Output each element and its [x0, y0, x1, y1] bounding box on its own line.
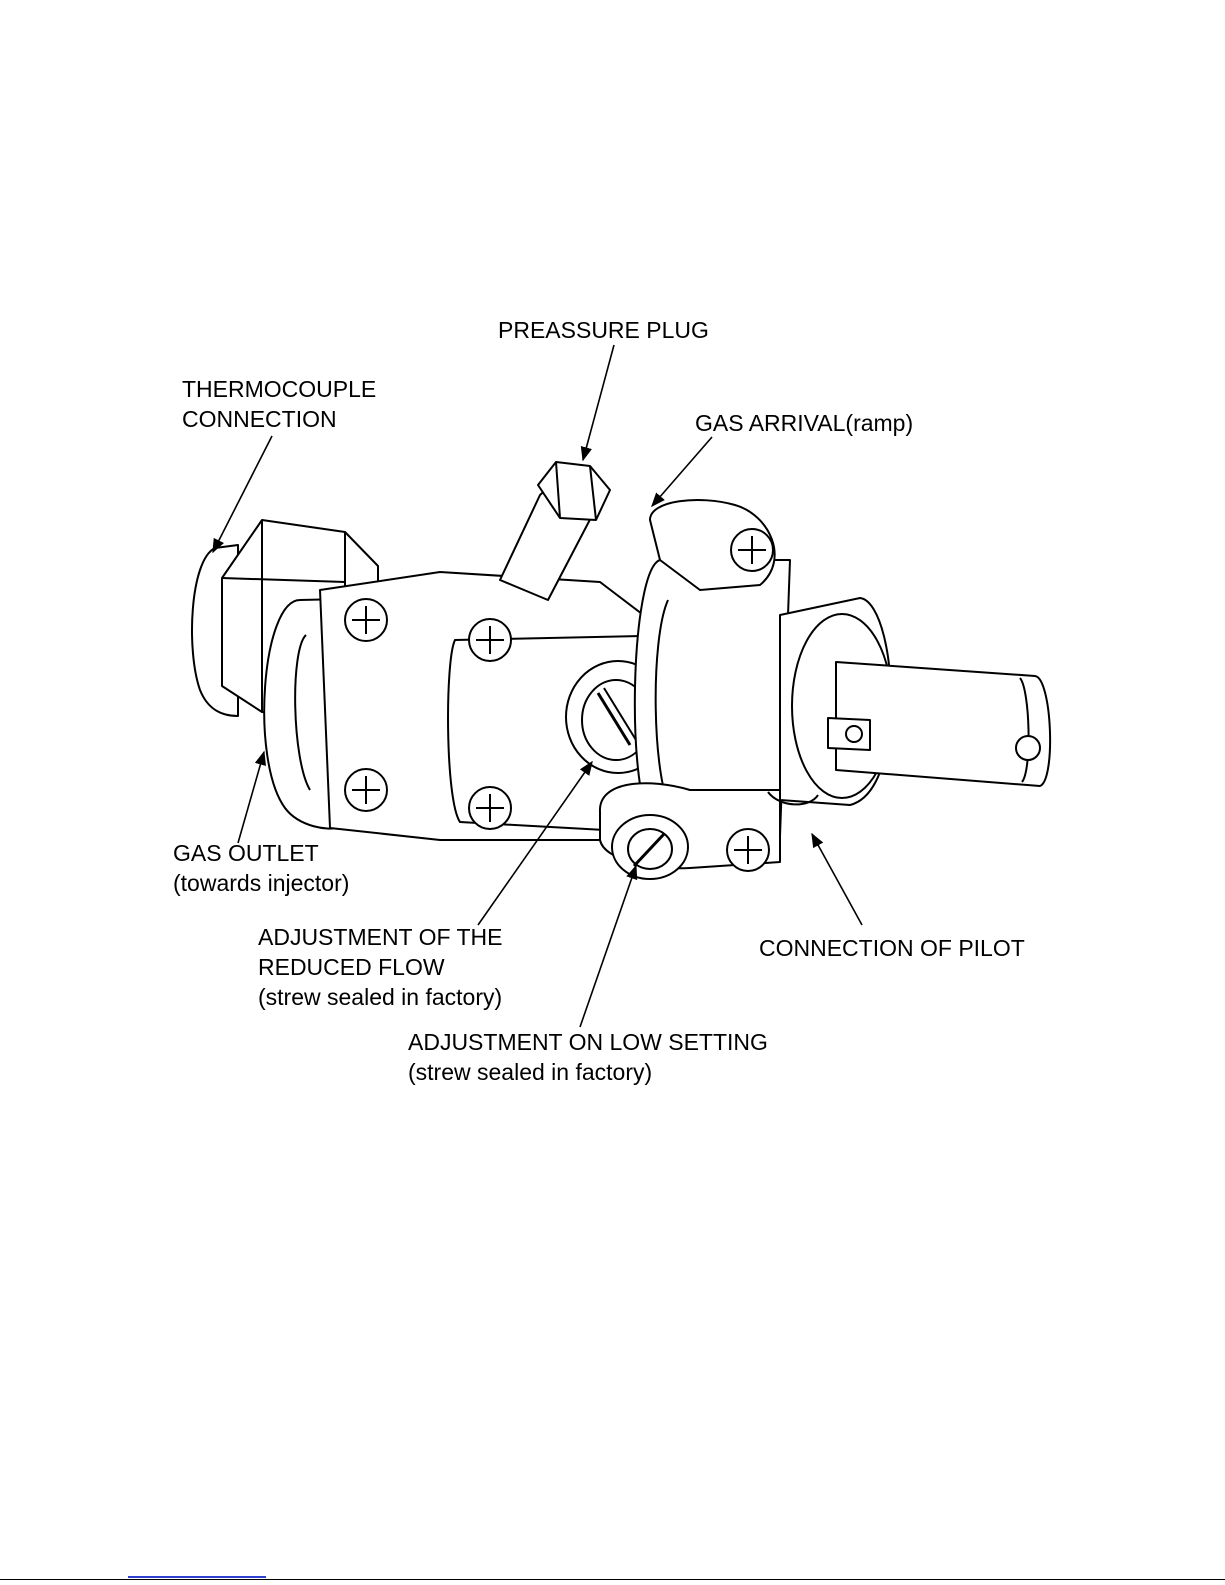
gas-outlet-text-line1: GAS OUTLET — [173, 838, 349, 868]
pilot-leader — [812, 834, 862, 925]
screw-icon — [727, 829, 769, 871]
gas-arrival-text: GAS ARRIVAL(ramp) — [695, 408, 913, 438]
low-setting-leader — [580, 866, 636, 1027]
thermocouple-text-line2: CONNECTION — [182, 404, 376, 434]
pilot-connection-label: CONNECTION OF PILOT — [759, 933, 1025, 963]
gas-arrival-label: GAS ARRIVAL(ramp) — [695, 408, 913, 438]
reduced-flow-label: ADJUSTMENT OF THE REDUCED FLOW (strew se… — [258, 922, 503, 1012]
reduced-flow-text-line1: ADJUSTMENT OF THE — [258, 922, 503, 952]
low-setting-text-line1: ADJUSTMENT ON LOW SETTING — [408, 1027, 768, 1057]
gas-outlet-leader — [238, 752, 264, 843]
footer-divider — [0, 1579, 1225, 1580]
low-setting-text-line2: (strew sealed in factory) — [408, 1057, 768, 1087]
gas-outlet-text-line2: (towards injector) — [173, 868, 349, 898]
valve-body — [192, 462, 1050, 879]
pressure-plug-leader — [583, 345, 614, 460]
gas-outlet-label: GAS OUTLET (towards injector) — [173, 838, 349, 898]
screw-icon — [345, 769, 387, 811]
pressure-plug-text: PREASSURE PLUG — [498, 315, 709, 345]
screw-icon — [731, 529, 773, 571]
thermocouple-text-line1: THERMOCOUPLE — [182, 374, 376, 404]
reduced-flow-text-line2: REDUCED FLOW — [258, 952, 503, 982]
gas-arrival-leader — [652, 437, 712, 506]
screw-icon — [469, 787, 511, 829]
screw-icon — [469, 619, 511, 661]
thermocouple-label: THERMOCOUPLE CONNECTION — [182, 374, 376, 434]
pilot-connection-text: CONNECTION OF PILOT — [759, 933, 1025, 963]
footer-link-underline — [128, 1576, 266, 1578]
low-setting-label: ADJUSTMENT ON LOW SETTING (strew sealed … — [408, 1027, 768, 1087]
reduced-flow-text-line3: (strew sealed in factory) — [258, 982, 503, 1012]
pressure-plug-label: PREASSURE PLUG — [498, 315, 709, 345]
screw-icon — [345, 599, 387, 641]
